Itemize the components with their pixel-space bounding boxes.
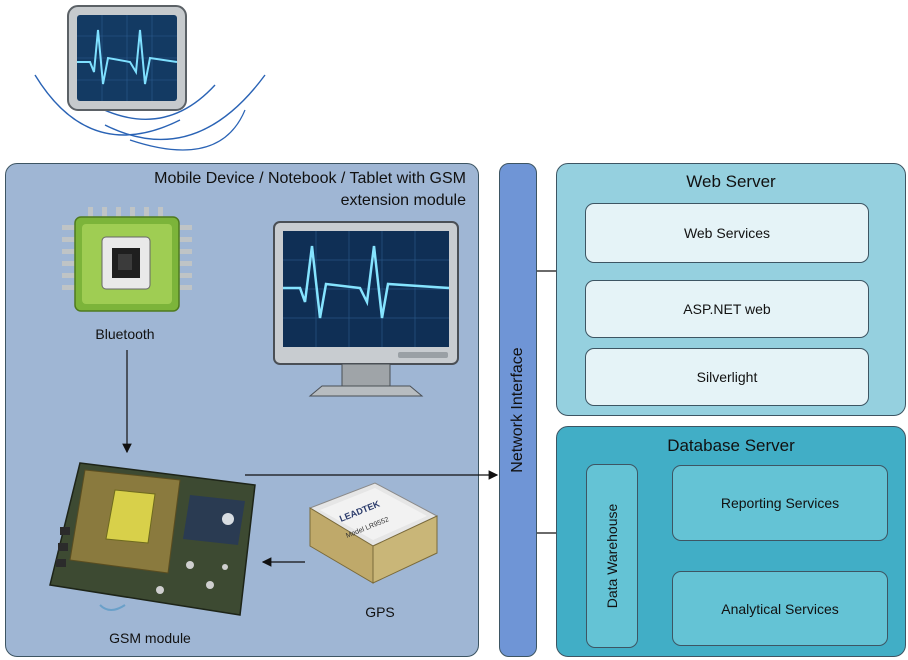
gsm-board-graphic	[49, 462, 256, 616]
gps-chip: LEADTEK Model LR9552	[305, 478, 440, 588]
database-server-title: Database Server	[667, 436, 795, 455]
gps-label: GPS	[365, 604, 395, 620]
reporting-services-box: Reporting Services	[672, 465, 888, 541]
aspnet-web-box: ASP.NET web	[585, 280, 869, 338]
gsm-module-label: GSM module	[109, 630, 191, 646]
analytical-services-box: Analytical Services	[672, 571, 888, 646]
silverlight-box: Silverlight	[585, 348, 869, 406]
web-server-title: Web Server	[686, 172, 776, 191]
web-services-box: Web Services	[585, 203, 869, 263]
top-monitor-signal-icon	[30, 0, 270, 160]
monitor-icon	[270, 218, 460, 408]
signal-waves	[34, 5, 266, 151]
gsm-module-board	[40, 455, 265, 625]
monitor-graphic	[273, 221, 459, 397]
data-warehouse-box	[586, 464, 638, 648]
bluetooth-label: Bluetooth	[95, 326, 155, 342]
bluetooth-chip-graphic	[62, 207, 192, 312]
mobile-panel-title-line1: Mobile Device / Notebook / Tablet with G…	[154, 170, 466, 187]
network-interface-label: Network Interface	[509, 347, 526, 473]
gps-chip-graphic: LEADTEK Model LR9552	[308, 482, 439, 584]
network-interface-bar	[499, 163, 537, 657]
mobile-panel-title-line2: extension module	[340, 192, 466, 209]
data-warehouse-label: Data Warehouse	[604, 503, 620, 609]
bluetooth-chip-icon	[60, 205, 200, 325]
